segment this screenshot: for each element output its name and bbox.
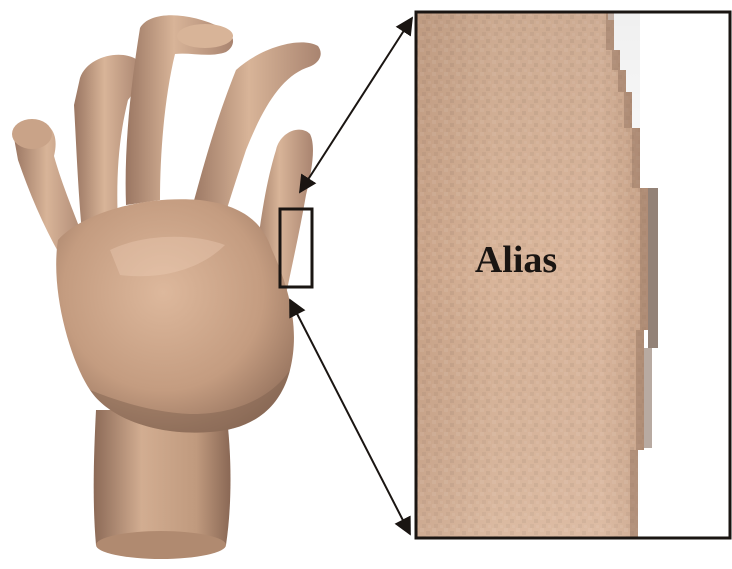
hand-middle-nail xyxy=(177,24,233,48)
connector-arrow-top xyxy=(300,18,412,192)
connector-arrow-bottom xyxy=(290,300,410,534)
inset-edge-dark-band-lower xyxy=(644,348,652,448)
magnified-inset: Alias xyxy=(416,12,730,538)
hand-palm xyxy=(56,199,294,432)
hand-pinky-tip xyxy=(12,119,52,149)
inset-label: Alias xyxy=(475,239,557,281)
hand-wrist-end xyxy=(96,531,226,559)
hand-illustration xyxy=(12,15,321,559)
inset-edge-dark-band xyxy=(648,188,658,348)
